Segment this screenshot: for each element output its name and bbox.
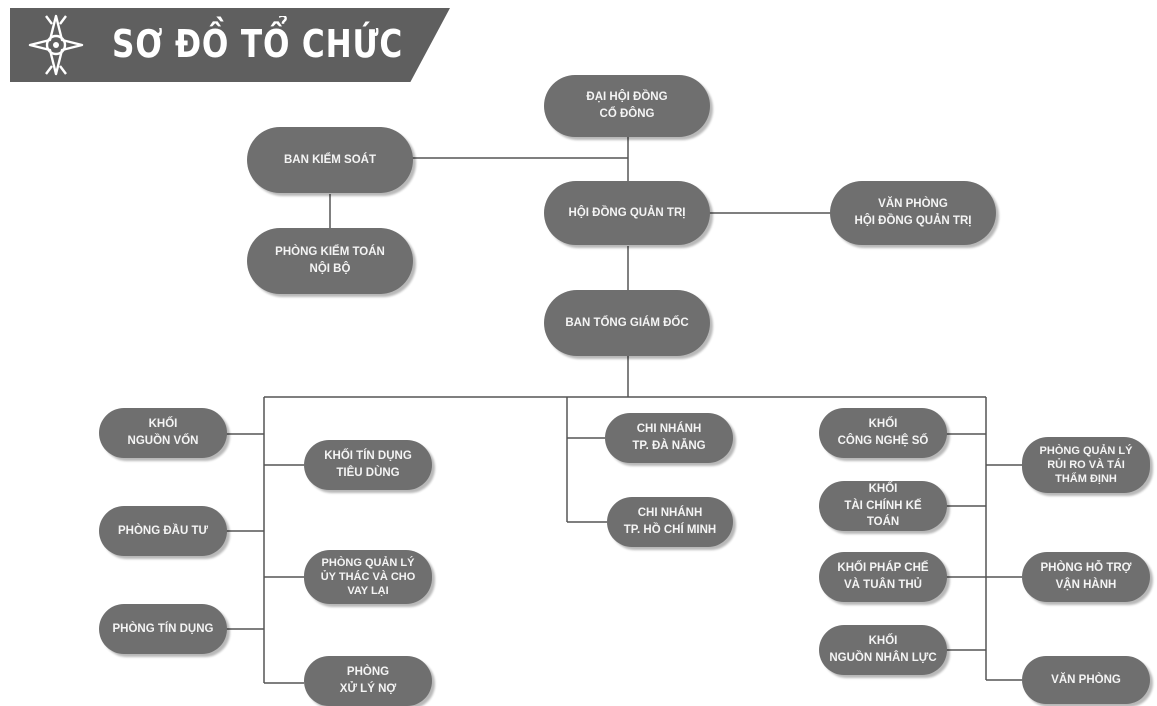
node-chi-nhanh-hcm: CHI NHÁNH TP. HỒ CHÍ MINH bbox=[607, 497, 733, 547]
node-khoi-phap-che: KHỐI PHÁP CHẾ VÀ TUÂN THỦ bbox=[819, 552, 947, 602]
node-khoi-nguon-von: KHỐI NGUỒN VỐN bbox=[99, 408, 227, 458]
node-phong-dau-tu: PHÒNG ĐẦU TƯ bbox=[99, 506, 227, 556]
title-banner: SƠ ĐỒ TỔ CHỨC bbox=[10, 8, 450, 82]
node-khoi-tai-chinh-ke-toan: KHỐI TÀI CHÍNH KẾ TOÁN bbox=[819, 481, 947, 531]
node-van-phong: VĂN PHÒNG bbox=[1022, 656, 1150, 704]
page-title: SƠ ĐỒ TỔ CHỨC bbox=[112, 22, 404, 66]
node-phong-xu-ly-no: PHÒNG XỬ LÝ NỢ bbox=[304, 656, 432, 706]
node-phong-ho-tro-van-hanh: PHÒNG HỖ TRỢ VẬN HÀNH bbox=[1022, 552, 1150, 602]
node-hoi-dong-quan-tri: HỘI ĐỒNG QUẢN TRỊ bbox=[544, 181, 710, 245]
node-khoi-tin-dung-tieu-dung: KHỐI TÍN DỤNG TIÊU DÙNG bbox=[304, 440, 432, 490]
node-khoi-cong-nghe-so: KHỐI CÔNG NGHỆ SỐ bbox=[819, 408, 947, 458]
node-phong-quan-ly-uy-thac: PHÒNG QUẢN LÝ ỦY THÁC VÀ CHO VAY LẠI bbox=[304, 550, 432, 604]
node-khoi-nguon-nhan-luc: KHỐI NGUỒN NHÂN LỰC bbox=[819, 625, 947, 675]
node-van-phong-hdqt: VĂN PHÒNG HỘI ĐỒNG QUẢN TRỊ bbox=[830, 181, 996, 245]
node-phong-kiem-toan-noi-bo: PHÒNG KIỂM TOÁN NỘI BỘ bbox=[247, 228, 413, 294]
node-chi-nhanh-da-nang: CHI NHÁNH TP. ĐÀ NẴNG bbox=[605, 413, 733, 463]
node-ban-tong-giam-doc: BAN TỔNG GIÁM ĐỐC bbox=[544, 290, 710, 356]
node-ban-kiem-soat: BAN KIỂM SOÁT bbox=[247, 127, 413, 193]
node-dai-hoi-dong-co-dong: ĐẠI HỘI ĐỒNG CỔ ĐÔNG bbox=[544, 75, 710, 137]
node-phong-tin-dung: PHÒNG TÍN DỤNG bbox=[99, 604, 227, 654]
node-phong-quan-ly-rui-ro: PHÒNG QUẢN LÝ RỦI RO VÀ TÁI THẨM ĐỊNH bbox=[1022, 437, 1150, 493]
compass-star-icon bbox=[28, 14, 84, 76]
